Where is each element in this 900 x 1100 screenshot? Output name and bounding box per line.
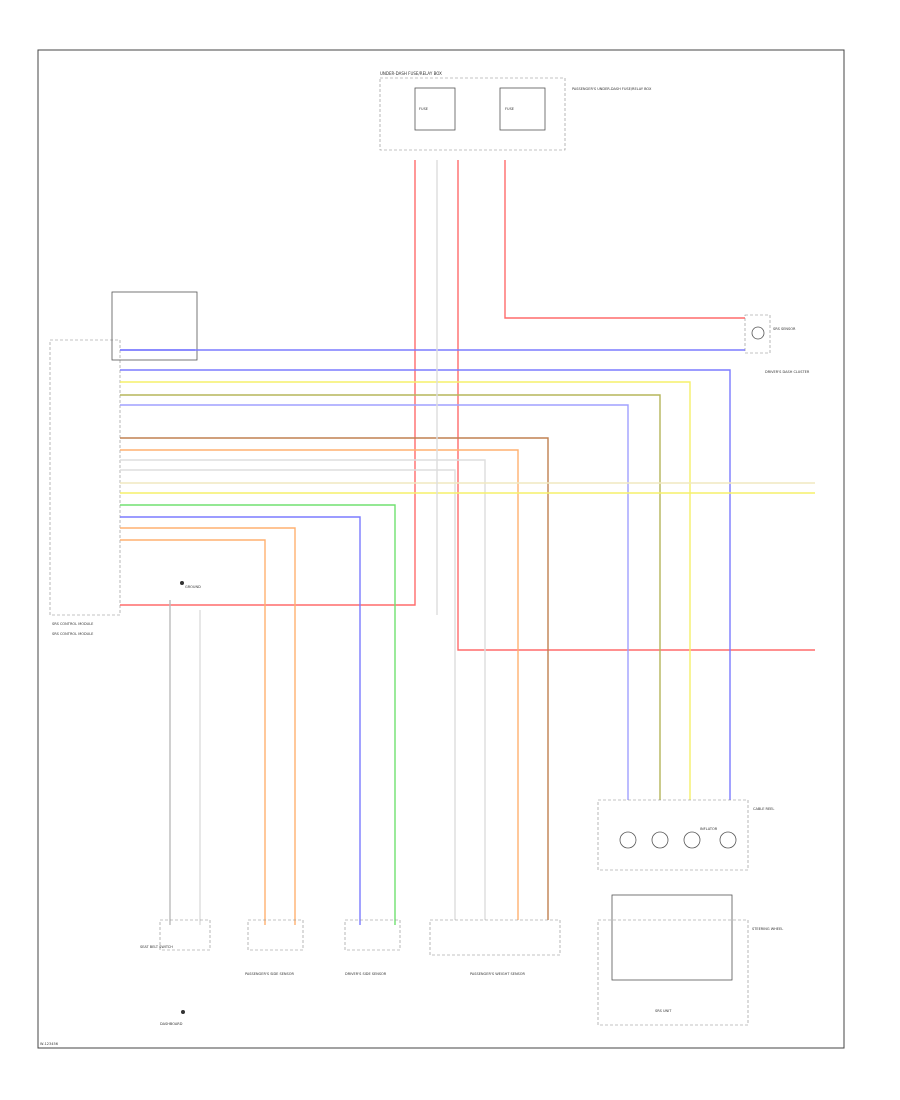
wire-red-b <box>457 160 815 651</box>
sensor-a-label: PASSENGER'S SIDE SENSOR <box>245 972 295 976</box>
wire-olive <box>120 394 661 800</box>
wire-purple <box>120 404 629 800</box>
srs-module-label: SRS CONTROL MODULE <box>52 622 93 626</box>
connector-right-label: DRIVER'S DASH CLUSTER <box>765 370 810 374</box>
footer-label: W-123456 <box>40 1042 58 1046</box>
wire-red-main <box>120 160 416 606</box>
wire-orange-b <box>120 527 296 925</box>
wire-blue-b <box>120 369 731 800</box>
wire-brown <box>120 437 549 920</box>
fuse-b-label: FUSE <box>505 107 514 111</box>
srs-sensor-top-right: SRS SENSOR DRIVER'S DASH CLUSTER <box>744 314 810 374</box>
wire-yellow-a <box>120 381 691 800</box>
wire-green <box>120 504 396 925</box>
fuse-box: UNDER-DASH FUSE/RELAY BOX FUSE FUSE PASS… <box>379 71 652 151</box>
bottom-components: SEAT BELT SWITCH DASHBOARD PASSENGER'S S… <box>140 919 561 1026</box>
belt-ground-dot <box>181 1010 185 1014</box>
wire-orange-c <box>120 539 266 925</box>
sensor-top-right-label: SRS SENSOR <box>773 327 796 331</box>
steering-label: STEERING WHEEL <box>752 927 783 931</box>
right-assembly: CABLE REEL INFLATOR STEERING WHEEL SRS U… <box>597 799 783 1026</box>
bottom-right-label: SRS UNIT <box>655 1009 672 1013</box>
fuse-a-label: FUSE <box>419 107 428 111</box>
fuse-box-label: UNDER-DASH FUSE/RELAY BOX <box>380 71 442 76</box>
sensor-b-label: DRIVER'S SIDE SENSOR <box>345 972 387 976</box>
diagram-frame <box>37 49 845 1049</box>
wire-red-sensor <box>504 160 745 319</box>
dash-left-bottom-label: DASHBOARD <box>160 1022 183 1026</box>
ground-dot <box>180 581 184 585</box>
module-bottom-label: SRS CONTROL MODULE <box>52 632 93 636</box>
right-box-label: CABLE REEL <box>753 807 774 811</box>
wire-blue-c <box>120 516 361 925</box>
wire-gray-b <box>120 469 456 920</box>
wire-gray-a <box>120 459 486 920</box>
ground-label: GROUND <box>185 585 201 589</box>
wire-bundle <box>120 160 815 925</box>
inflator-label: INFLATOR <box>700 827 718 831</box>
sensor-c-label: PASSENGER'S WEIGHT SENSOR <box>470 972 526 976</box>
fuse-box-side-label: PASSENGER'S UNDER-DASH FUSE/RELAY BOX <box>572 87 652 91</box>
srs-control-module: SRS CONTROL MODULE SRS CONTROL MODULE GR… <box>49 291 201 636</box>
wire-orange-a <box>120 449 519 920</box>
belt-switch-label: SEAT BELT SWITCH <box>140 945 173 949</box>
